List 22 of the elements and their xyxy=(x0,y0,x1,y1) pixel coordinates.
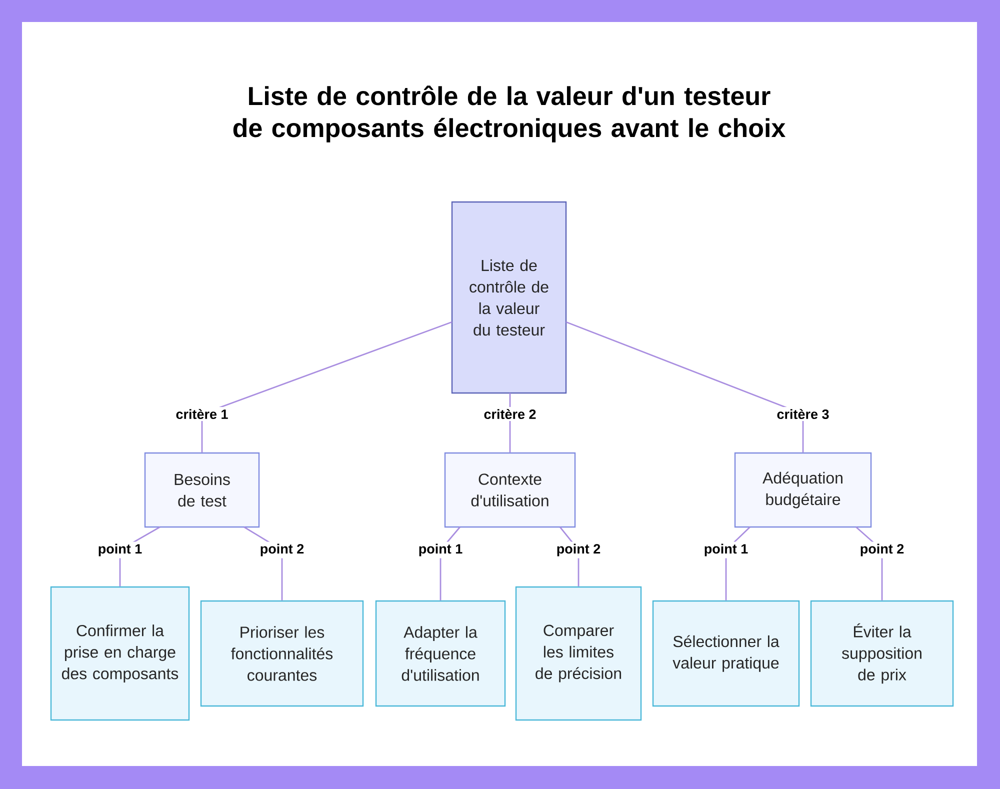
point-box: Éviter la supposition de prix xyxy=(810,600,954,707)
edge-label: point 2 xyxy=(858,542,906,558)
root-box: Liste de contrôle de la valeur du testeur xyxy=(451,201,567,394)
criterion-box: Besoins de test xyxy=(144,452,260,528)
criterion-box: Contexte d'utilisation xyxy=(444,452,576,528)
point-box: Sélectionner la valeur pratique xyxy=(652,600,800,707)
edge-label: point 1 xyxy=(96,542,144,558)
criterion-box: Adéquation budgétaire xyxy=(734,452,872,528)
point-box: Confirmer la prise en charge des composants xyxy=(50,586,190,721)
edge-label: critère 1 xyxy=(174,406,230,422)
point-box: Adapter la fréquence d'utilisation xyxy=(375,600,506,707)
title: Liste de contrôle de la valeur d'un testeur de composants électroniques avant le choix xyxy=(233,86,786,142)
edge-label: point 1 xyxy=(416,542,465,558)
point-box: Comparer les limites de précision xyxy=(515,586,642,721)
edge-label: critère 2 xyxy=(482,406,538,422)
connector xyxy=(201,321,452,452)
edge-label: point 1 xyxy=(702,542,750,558)
edge-label: point 2 xyxy=(258,542,306,558)
connector xyxy=(566,321,804,452)
edge-label: critère 3 xyxy=(774,406,832,422)
edge-label: point 2 xyxy=(554,542,603,558)
point-box: Prioriser les fonctionnalités courantes xyxy=(200,600,364,707)
